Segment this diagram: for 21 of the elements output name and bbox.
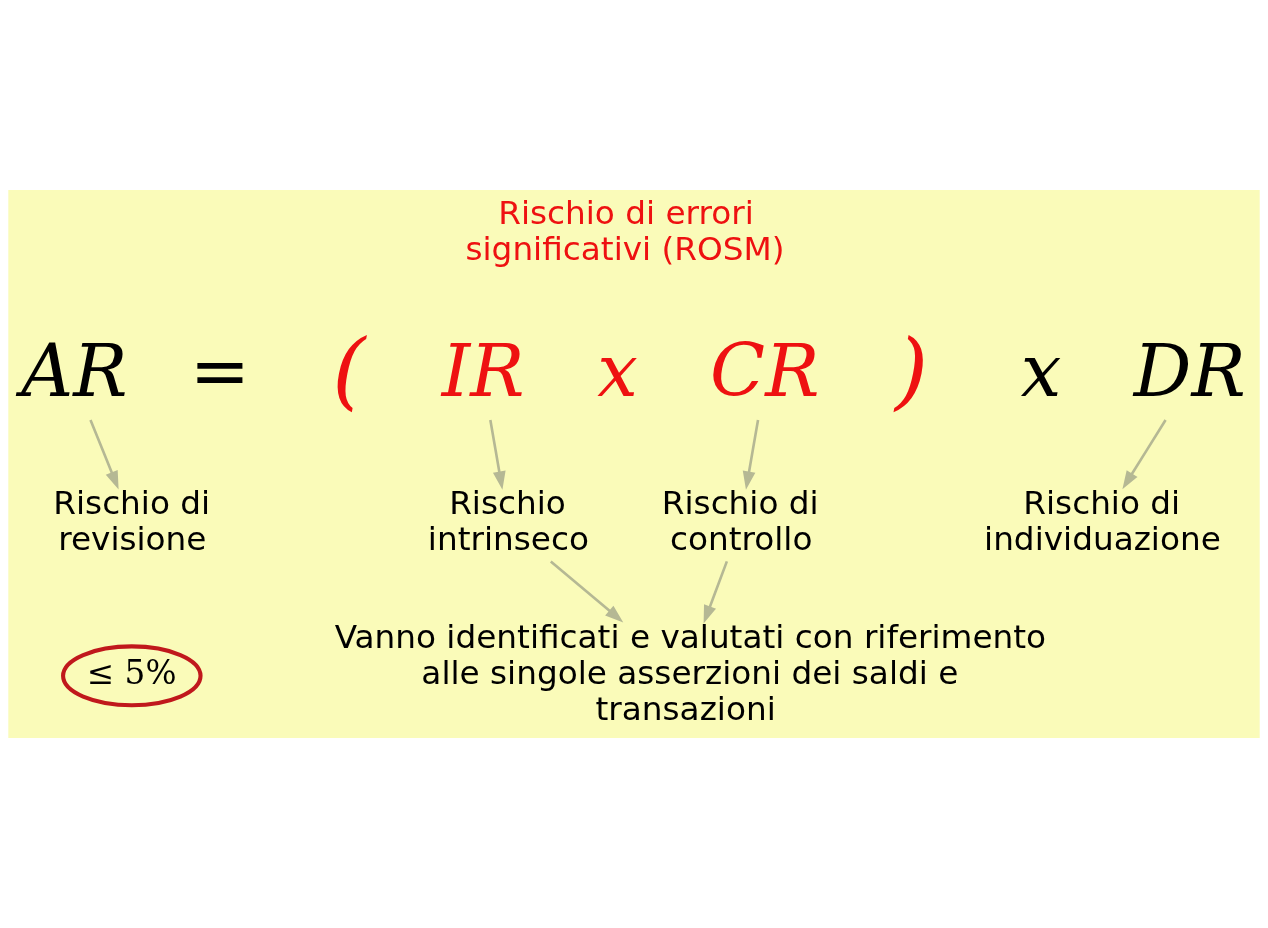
node-text: Vanno identificati e valutati con riferimento alle singole asserzioni dei saldi e transazioni: [334, 618, 1047, 729]
node-ellipse: ≤ 5%: [61, 644, 203, 708]
arrow: [1122, 419, 1167, 490]
label: x: [1020, 328, 1062, 413]
arrow: [89, 419, 119, 490]
arrow: [489, 419, 506, 490]
label: =: [189, 328, 251, 413]
label: ): [894, 319, 929, 419]
node-text: IR: [441, 328, 525, 413]
label: x: [597, 328, 638, 413]
label: (: [332, 319, 366, 419]
node-text: Rischio di individuazione: [984, 483, 1221, 558]
arrow: [703, 560, 729, 624]
node-text: CR: [710, 328, 820, 413]
node-text: DR: [1133, 328, 1246, 413]
node-text: Rischio intrinseco: [427, 483, 589, 558]
node-text: Rischio di controllo: [661, 483, 819, 558]
arrow: [549, 560, 624, 623]
node-text: Rischio di revisione: [53, 483, 211, 558]
arrow: [742, 419, 760, 490]
label: Rischio di errori significativi (ROSM): [465, 194, 785, 269]
